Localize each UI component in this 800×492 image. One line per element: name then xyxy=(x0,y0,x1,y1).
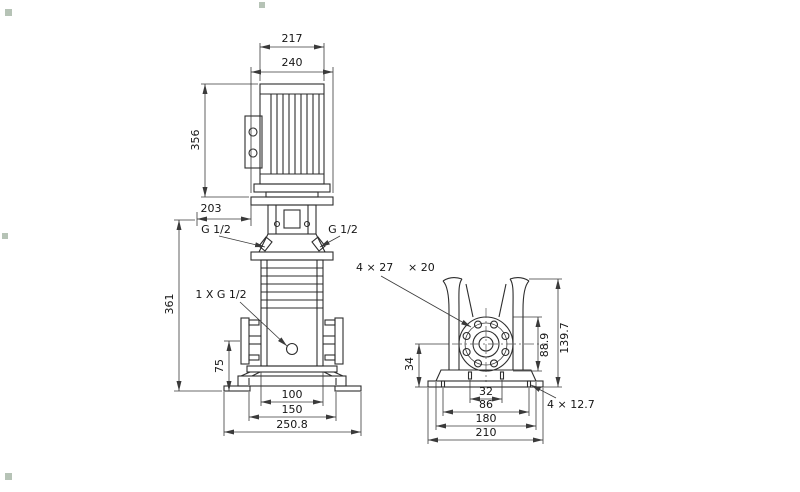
pump-body xyxy=(240,251,344,367)
side-view: 4 × 27 × 20 34 88.9 139.7 xyxy=(356,261,595,444)
port-right-label: G 1/2 xyxy=(328,223,358,236)
artifact-mark xyxy=(259,2,265,8)
base-foot-left xyxy=(223,385,251,392)
dim-250-8-label: 250.8 xyxy=(276,418,308,431)
base-slot xyxy=(499,371,505,380)
dim-150-label: 150 xyxy=(282,403,303,416)
base-slot xyxy=(467,371,473,380)
drain-port-label: 1 X G 1/2 xyxy=(195,288,246,301)
port-label-left: G 1/2 xyxy=(201,223,266,248)
flange-bolt-holes xyxy=(462,320,510,368)
dim-210: 210 xyxy=(427,388,544,444)
terminal-box xyxy=(244,115,263,169)
drain-label: 1 X G 1/2 xyxy=(195,288,288,347)
port-boss-left xyxy=(258,236,273,252)
dim-356-label: 356 xyxy=(189,130,202,151)
pump-head xyxy=(250,183,334,253)
dim-75: 75 xyxy=(213,340,240,391)
front-view: 217 240 356 203 361 xyxy=(163,32,362,436)
bracket xyxy=(442,277,530,370)
base-foot-right xyxy=(334,385,362,392)
motor-fins xyxy=(270,94,320,174)
dim-217-label: 217 xyxy=(282,32,303,45)
dim-86: 86 xyxy=(442,388,530,416)
side-base xyxy=(427,369,544,388)
dim-100-label: 100 xyxy=(282,388,303,401)
drain-plug xyxy=(285,342,299,356)
dim-32: 32 xyxy=(469,380,503,403)
artifact-mark xyxy=(5,473,12,480)
dim-361-label: 361 xyxy=(163,294,176,315)
dim-139-7: 139.7 xyxy=(529,278,571,388)
dim-240: 240 xyxy=(250,56,334,193)
dim-34: 34 xyxy=(403,343,449,388)
dim-361: 361 xyxy=(163,219,222,392)
hole-depth-label: × 20 xyxy=(408,261,435,274)
base-hole xyxy=(526,380,532,388)
dim-150: 150 xyxy=(248,392,337,421)
motor xyxy=(244,83,325,185)
dim-217: 217 xyxy=(259,32,325,81)
dim-356: 356 xyxy=(189,83,258,198)
base-holes-label: 4 × 12.7 xyxy=(547,398,595,411)
dim-34-label: 34 xyxy=(403,357,416,371)
artifact-mark xyxy=(2,233,8,239)
dim-203-label: 203 xyxy=(201,202,222,215)
dim-180-label: 180 xyxy=(476,412,497,425)
port-left-label: G 1/2 xyxy=(201,223,231,236)
dim-210-label: 210 xyxy=(476,426,497,439)
base-holes-callout: 4 × 12.7 xyxy=(530,384,595,411)
dim-88-9-label: 88.9 xyxy=(538,333,551,358)
dim-180: 180 xyxy=(435,382,537,430)
dim-88-9: 88.9 xyxy=(513,316,551,372)
dim-32-label: 32 xyxy=(479,385,493,398)
port-label-right: G 1/2 xyxy=(319,223,358,248)
dim-203: 203 xyxy=(196,202,252,226)
artifact-mark xyxy=(5,9,12,16)
suction-flange xyxy=(240,317,261,365)
dim-75-label: 75 xyxy=(213,359,226,373)
dim-250-8: 250.8 xyxy=(223,392,362,436)
flange-holes-label: 4 × 27 xyxy=(356,261,393,274)
discharge-flange xyxy=(323,317,344,365)
dim-100: 100 xyxy=(260,372,324,406)
flange-holes-callout: 4 × 27 × 20 xyxy=(356,261,472,328)
dim-139-7-label: 139.7 xyxy=(558,322,571,354)
base-hole xyxy=(440,380,446,388)
dim-240-label: 240 xyxy=(282,56,303,69)
pump-base xyxy=(223,365,362,392)
watermark-artifacts xyxy=(2,2,265,480)
dim-86-label: 86 xyxy=(479,398,493,411)
